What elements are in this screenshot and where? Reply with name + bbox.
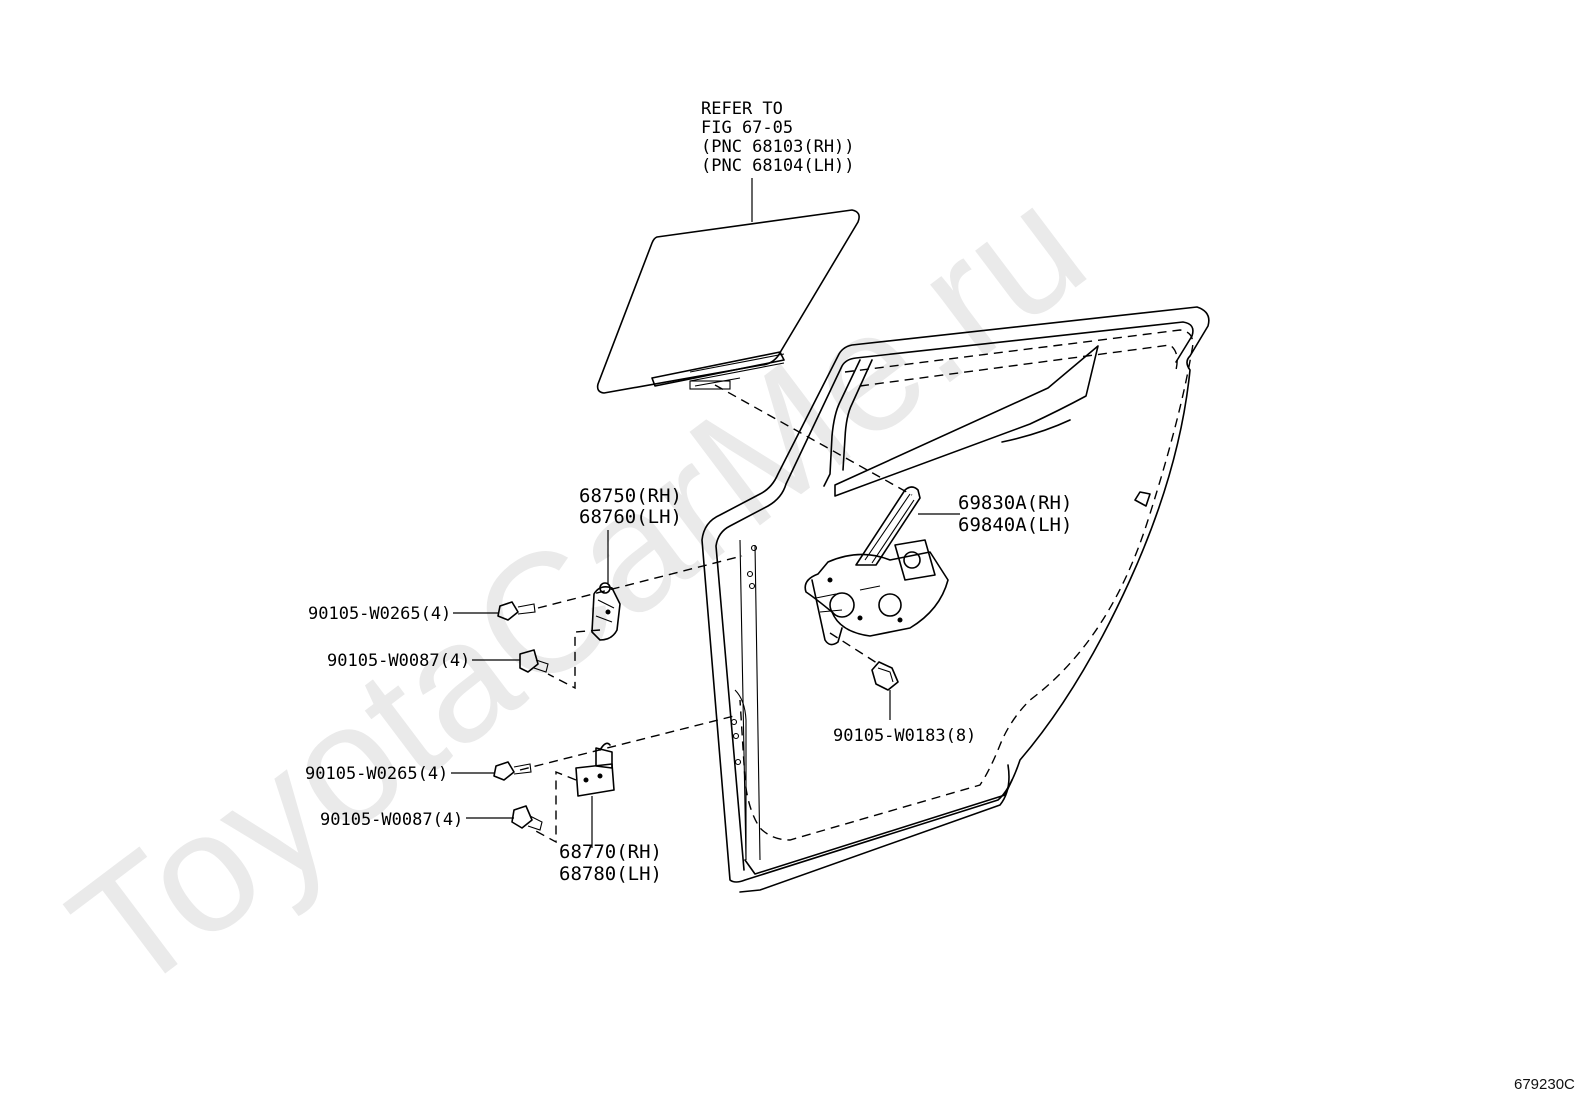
regulator-callout: 69830A(RH) 69840A(LH) bbox=[958, 492, 1072, 536]
lower-hinge bbox=[575, 742, 615, 797]
glass-ref-line-4: (PNC 68104(LH)) bbox=[701, 156, 855, 176]
upper-hinge-dash-2 bbox=[547, 629, 601, 690]
figure-code: 679230C bbox=[1514, 1076, 1575, 1093]
door-glass bbox=[596, 209, 860, 394]
bolt-lower-1-label: 90105-W0265(4) bbox=[305, 764, 448, 784]
bolt-lower-2-label: 90105-W0087(4) bbox=[320, 810, 463, 830]
lower-hinge-dash-1 bbox=[519, 715, 735, 771]
upper-hinge-lh: 68760(LH) bbox=[579, 506, 682, 528]
upper-hinge-callout: 68750(RH) 68760(LH) bbox=[579, 485, 682, 528]
regulator-bolt-dash bbox=[829, 632, 881, 666]
upper-hinge-dash-1 bbox=[537, 555, 743, 609]
glass-ref-line-1: REFER TO bbox=[701, 99, 783, 119]
bolt-upper-1-label: 90105-W0265(4) bbox=[308, 604, 451, 624]
upper-hinge bbox=[591, 582, 621, 641]
bolt-upper-2-label: 90105-W0087(4) bbox=[327, 651, 470, 671]
lower-hinge-callout: 68770(RH) 68780(LH) bbox=[559, 841, 662, 885]
window-regulator bbox=[804, 486, 949, 646]
glass-dash-line bbox=[714, 384, 913, 496]
lower-bolt-2 bbox=[511, 805, 543, 831]
door-frame bbox=[701, 306, 1210, 893]
glass-ref-callout: REFER TO FIG 67-05 (PNC 68103(RH)) (PNC … bbox=[701, 99, 855, 176]
lower-hinge-lh: 68780(LH) bbox=[559, 863, 662, 885]
watermark-text: ToyotaCarMe.ru bbox=[38, 150, 1118, 1030]
upper-bolt-1 bbox=[497, 601, 536, 621]
door-frame-holes bbox=[730, 544, 758, 766]
regulator-bolt bbox=[871, 661, 899, 691]
lower-hinge-dash-2 bbox=[533, 770, 577, 844]
lower-hinge-rh: 68770(RH) bbox=[559, 841, 662, 863]
glass-ref-line-3: (PNC 68103(RH)) bbox=[701, 137, 855, 157]
upper-hinge-rh: 68750(RH) bbox=[579, 485, 682, 507]
regulator-lh: 69840A(LH) bbox=[958, 514, 1072, 536]
upper-bolt-2 bbox=[519, 649, 549, 673]
bolt-regulator-label: 90105-W0183(8) bbox=[833, 726, 976, 746]
regulator-rh: 69830A(RH) bbox=[958, 492, 1072, 514]
lower-bolt-1 bbox=[493, 761, 532, 781]
glass-ref-line-2: FIG 67-05 bbox=[701, 118, 793, 138]
